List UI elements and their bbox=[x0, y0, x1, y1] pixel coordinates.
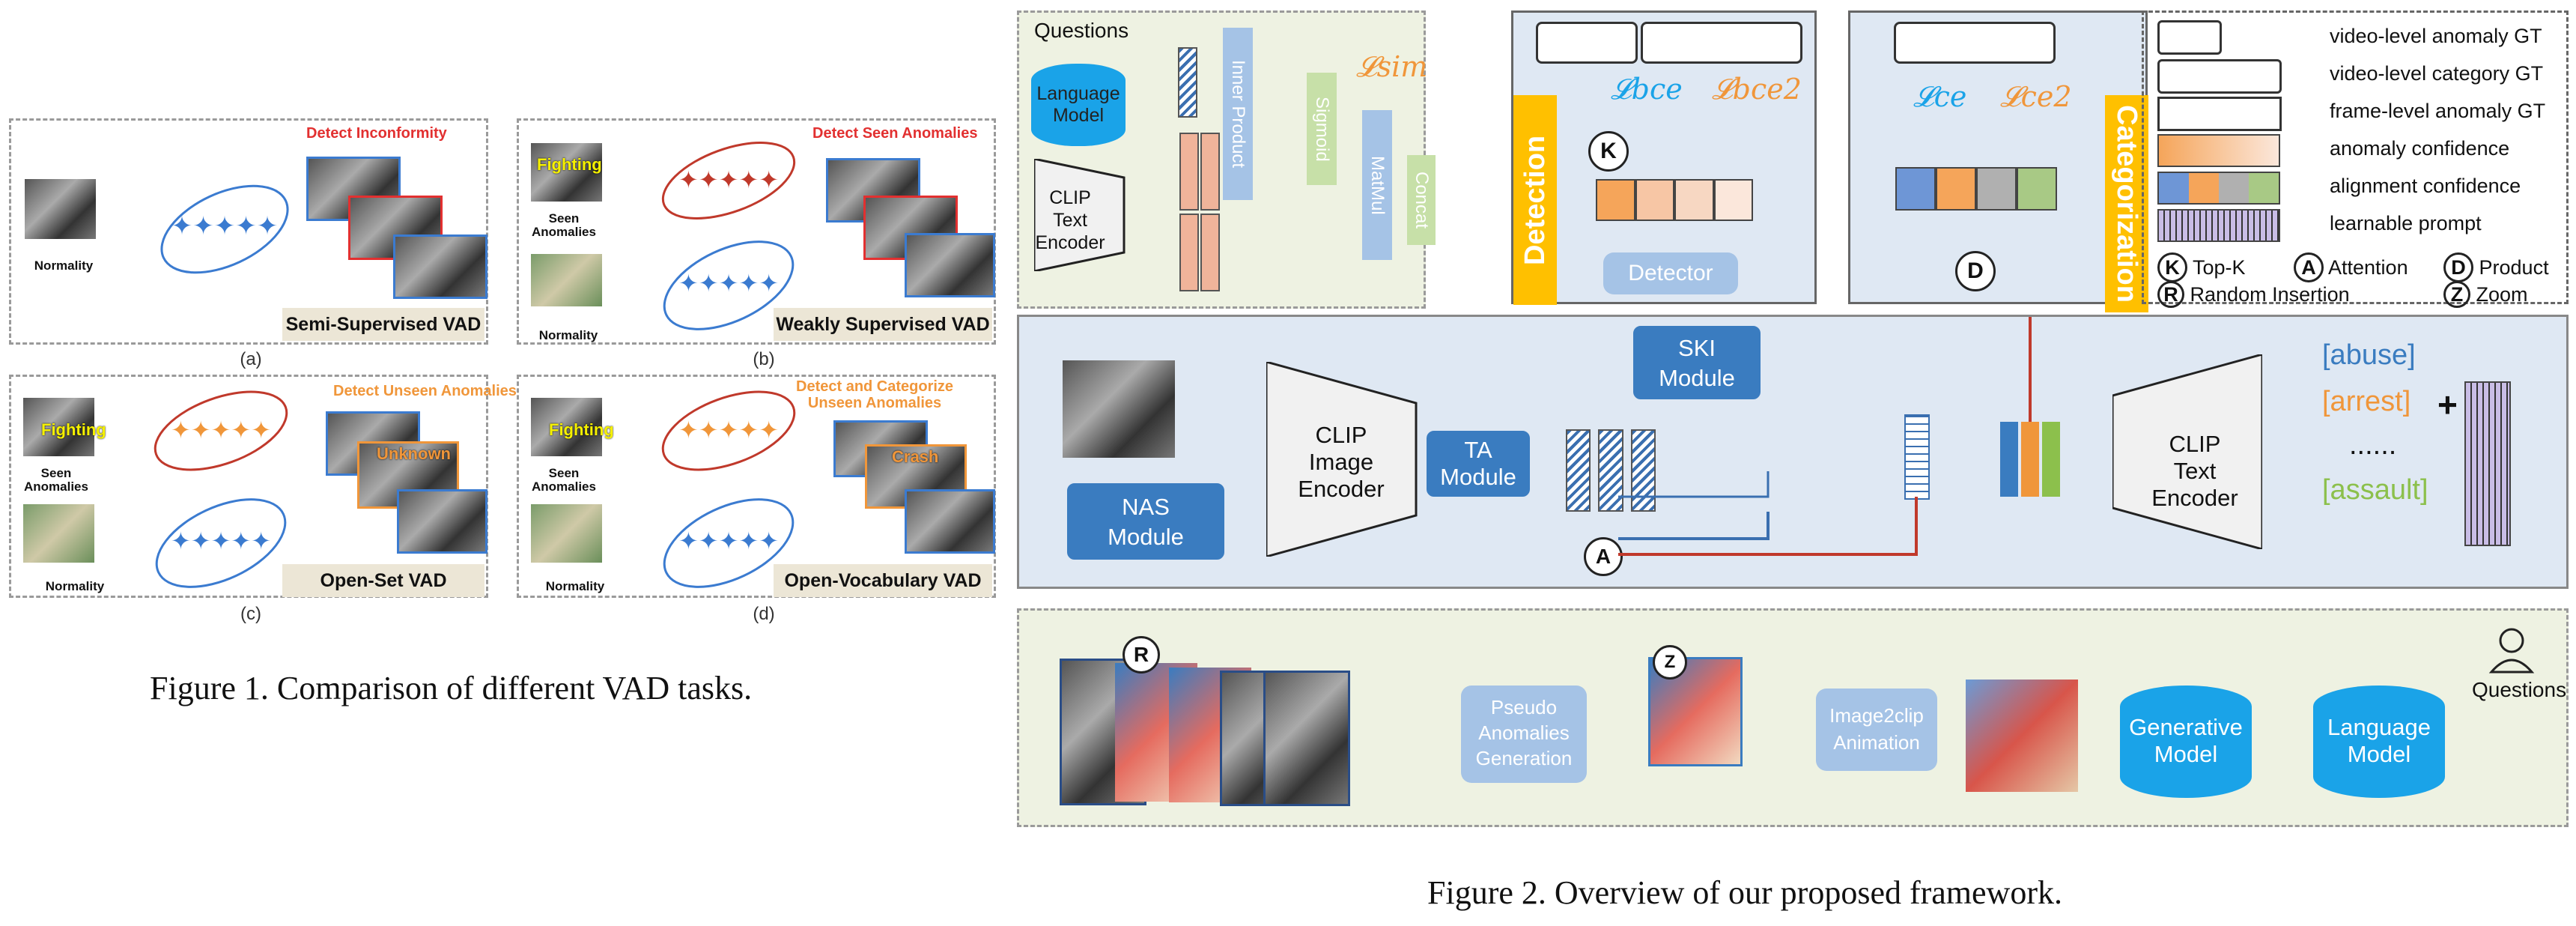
learnable-prompt bbox=[2464, 381, 2511, 546]
svg-text:✦✦✦✦✦: ✦✦✦✦✦ bbox=[171, 527, 271, 554]
ta-module: TA Module bbox=[1424, 428, 1533, 500]
vad-title-a: Semi-Supervised VAD bbox=[282, 308, 484, 341]
generated-image bbox=[1966, 680, 2078, 792]
detect-inconformity-text: Detect Inconformity bbox=[306, 125, 447, 142]
ski-module: SKI Module bbox=[1630, 323, 1764, 402]
pseudo-anomalies-generation: Pseudo Anomalies Generation bbox=[1461, 686, 1587, 783]
label-d: (d) bbox=[753, 604, 775, 624]
panel-c: Fighting Seen Anomalies Normality ✦✦✦✦✦ … bbox=[9, 375, 517, 598]
panel-d: Fighting Seen Anomalies Normality ✦✦✦✦✦ … bbox=[517, 375, 996, 598]
detection-panel: Detection 𝓛bce 𝓛bce2 K Detector bbox=[1511, 10, 1817, 305]
generative-model-cylinder: Generative Model bbox=[2120, 686, 2252, 798]
main-pipeline: CLIP Image Encoder TA Module SKI Module … bbox=[1017, 315, 2569, 589]
normal-cluster: ✦✦✦✦✦ bbox=[160, 184, 289, 274]
label-c: (c) bbox=[240, 604, 261, 624]
svg-text:✦✦✦✦✦: ✦✦✦✦✦ bbox=[171, 417, 271, 444]
input-video bbox=[1063, 360, 1175, 458]
image2clip-animation: Image2clip Animation bbox=[1816, 689, 1937, 771]
normal-frames bbox=[25, 179, 96, 239]
nas-detail-box: R Pseudo Anomalies Generation Z Image2cl… bbox=[1017, 608, 2569, 827]
anomaly-confidence-bar bbox=[1596, 179, 1753, 221]
svg-text:✦✦✦✦✦: ✦✦✦✦✦ bbox=[678, 166, 779, 193]
svg-text:✦✦✦✦✦: ✦✦✦✦✦ bbox=[678, 417, 779, 444]
detector-block: Detector bbox=[1603, 252, 1738, 294]
alignment-confidence-bar bbox=[1895, 167, 2057, 211]
language-model-cylinder-2: Language Model bbox=[2313, 686, 2445, 798]
attention-node: A bbox=[1584, 537, 1623, 576]
svg-text:✦✦✦✦✦: ✦✦✦✦✦ bbox=[678, 527, 779, 554]
categorization-panel: Categorization 𝓛ce 𝓛ce2 D bbox=[1848, 10, 2148, 312]
ski-detail-box: Questions Language Model CLIP Text Encod… bbox=[1017, 10, 1436, 309]
prompt-assault: [assault] bbox=[2322, 474, 2428, 506]
svg-text:✦✦✦✦✦: ✦✦✦✦✦ bbox=[171, 212, 278, 240]
language-model-cylinder: Language Model bbox=[1031, 64, 1126, 146]
figure-1-caption: Figure 1. Comparison of different VAD ta… bbox=[150, 670, 753, 706]
nas-module: NAS Module bbox=[1064, 480, 1227, 563]
panel-a: Normality ✦✦✦✦✦ Detect Inconformity Semi… bbox=[9, 118, 488, 345]
clip-image-encoder: CLIP Image Encoder bbox=[1298, 422, 1385, 502]
svg-text:✦✦✦✦✦: ✦✦✦✦✦ bbox=[678, 270, 779, 297]
figure-2-caption: Figure 2. Overview of our proposed frame… bbox=[1427, 874, 2062, 911]
user-icon bbox=[2488, 628, 2535, 674]
prompt-arrest: [arrest] bbox=[2322, 386, 2411, 417]
prompt-abuse: [abuse] bbox=[2322, 339, 2416, 371]
label-b: (b) bbox=[753, 349, 775, 369]
panel-b: Fighting Seen Anomalies Normality ✦✦✦✦✦ … bbox=[517, 118, 996, 345]
clip-text-encoder: CLIP Text Encoder bbox=[2151, 431, 2238, 511]
normality-label: Normality bbox=[34, 258, 94, 273]
legend-box: video-level anomaly GT video-level categ… bbox=[2142, 10, 2569, 308]
label-a: (a) bbox=[240, 349, 262, 369]
